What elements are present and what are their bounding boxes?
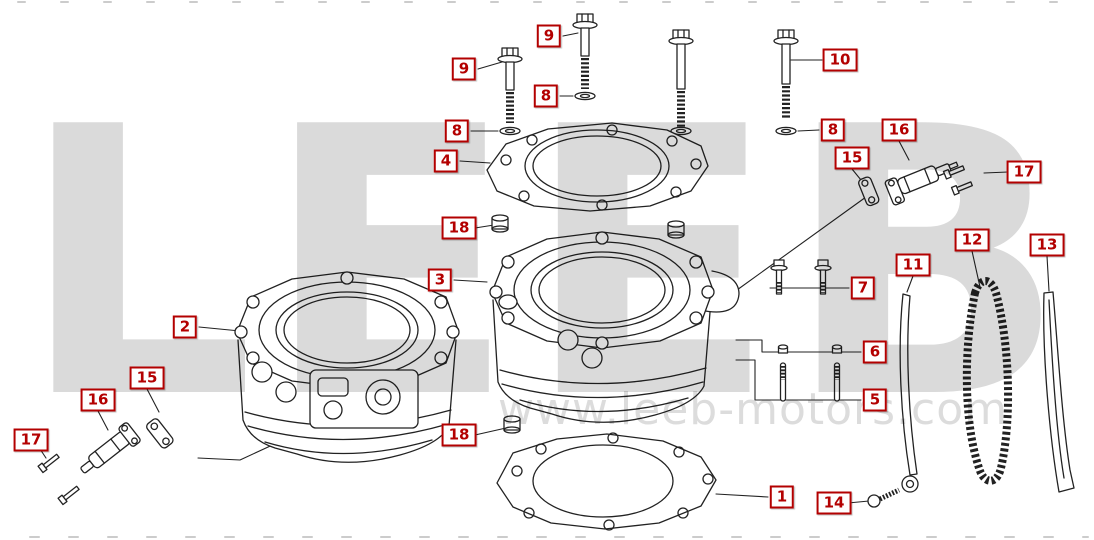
washer-8a bbox=[574, 91, 596, 101]
tensioner-bolt-top-a bbox=[942, 165, 965, 180]
pivot-bolt bbox=[867, 487, 901, 508]
callout-13: 13 bbox=[1029, 233, 1065, 257]
base-gasket bbox=[496, 432, 717, 531]
front-cylinder bbox=[489, 231, 740, 423]
callout-17: 17 bbox=[1006, 160, 1042, 184]
callout-5: 5 bbox=[862, 388, 888, 412]
callout-15: 15 bbox=[129, 366, 165, 390]
nut-6a bbox=[777, 344, 789, 354]
dowel-pin-bottom bbox=[503, 415, 521, 434]
callout-9: 9 bbox=[536, 24, 562, 48]
washer-8d bbox=[775, 126, 797, 136]
callout-8: 8 bbox=[533, 84, 559, 108]
washer-8b bbox=[499, 126, 521, 136]
dowel-pin-top-a bbox=[491, 214, 509, 233]
chain-guide bbox=[1043, 291, 1075, 493]
callout-10: 10 bbox=[822, 48, 858, 72]
callout-3: 3 bbox=[427, 268, 453, 292]
tensioner-bolt-bottom-b bbox=[57, 485, 80, 506]
bolt-7b bbox=[814, 259, 832, 295]
callout-8: 8 bbox=[820, 118, 846, 142]
head-gasket bbox=[486, 122, 709, 212]
dowel-pin-top-b bbox=[667, 220, 685, 239]
callout-14: 14 bbox=[816, 491, 852, 515]
cylinder-bolt-long bbox=[668, 29, 694, 130]
callout-6: 6 bbox=[862, 340, 888, 364]
cylinder-bolt-10 bbox=[773, 29, 799, 119]
leader-lines bbox=[39, 32, 1050, 504]
nut-6b bbox=[831, 344, 843, 354]
callout-18: 18 bbox=[441, 216, 477, 240]
bolt-7a bbox=[770, 259, 788, 295]
callout-4: 4 bbox=[433, 149, 459, 173]
callout-1: 1 bbox=[769, 485, 795, 509]
callout-11: 11 bbox=[895, 253, 931, 277]
callout-9: 9 bbox=[451, 57, 477, 81]
cylinder-bolt-9b bbox=[572, 13, 598, 89]
cam-chain-tensioner-top bbox=[884, 161, 959, 206]
stud-5a bbox=[779, 362, 787, 402]
page-crop-marks bbox=[17, 1, 1089, 538]
callout-12: 12 bbox=[954, 228, 990, 252]
callout-2: 2 bbox=[172, 315, 198, 339]
rear-cylinder bbox=[234, 271, 460, 463]
cylinder-bolt-9a bbox=[497, 47, 523, 123]
callout-16: 16 bbox=[80, 388, 116, 412]
callout-16: 16 bbox=[881, 118, 917, 142]
callout-17: 17 bbox=[13, 428, 49, 452]
stud-5b bbox=[833, 362, 841, 402]
callout-18: 18 bbox=[441, 423, 477, 447]
tensioner-bolt-bottom-a bbox=[37, 453, 60, 474]
callout-15: 15 bbox=[834, 146, 870, 170]
callout-8: 8 bbox=[444, 119, 470, 143]
cam-chain-tensioner-bottom bbox=[80, 422, 141, 474]
washer-8c bbox=[670, 126, 692, 136]
tensioner-gasket-bottom bbox=[146, 418, 174, 449]
tensioner-bolt-top-b bbox=[950, 181, 973, 196]
tensioner-blade bbox=[899, 293, 919, 493]
callout-7: 7 bbox=[850, 276, 876, 300]
tensioner-gasket-top bbox=[858, 176, 880, 207]
